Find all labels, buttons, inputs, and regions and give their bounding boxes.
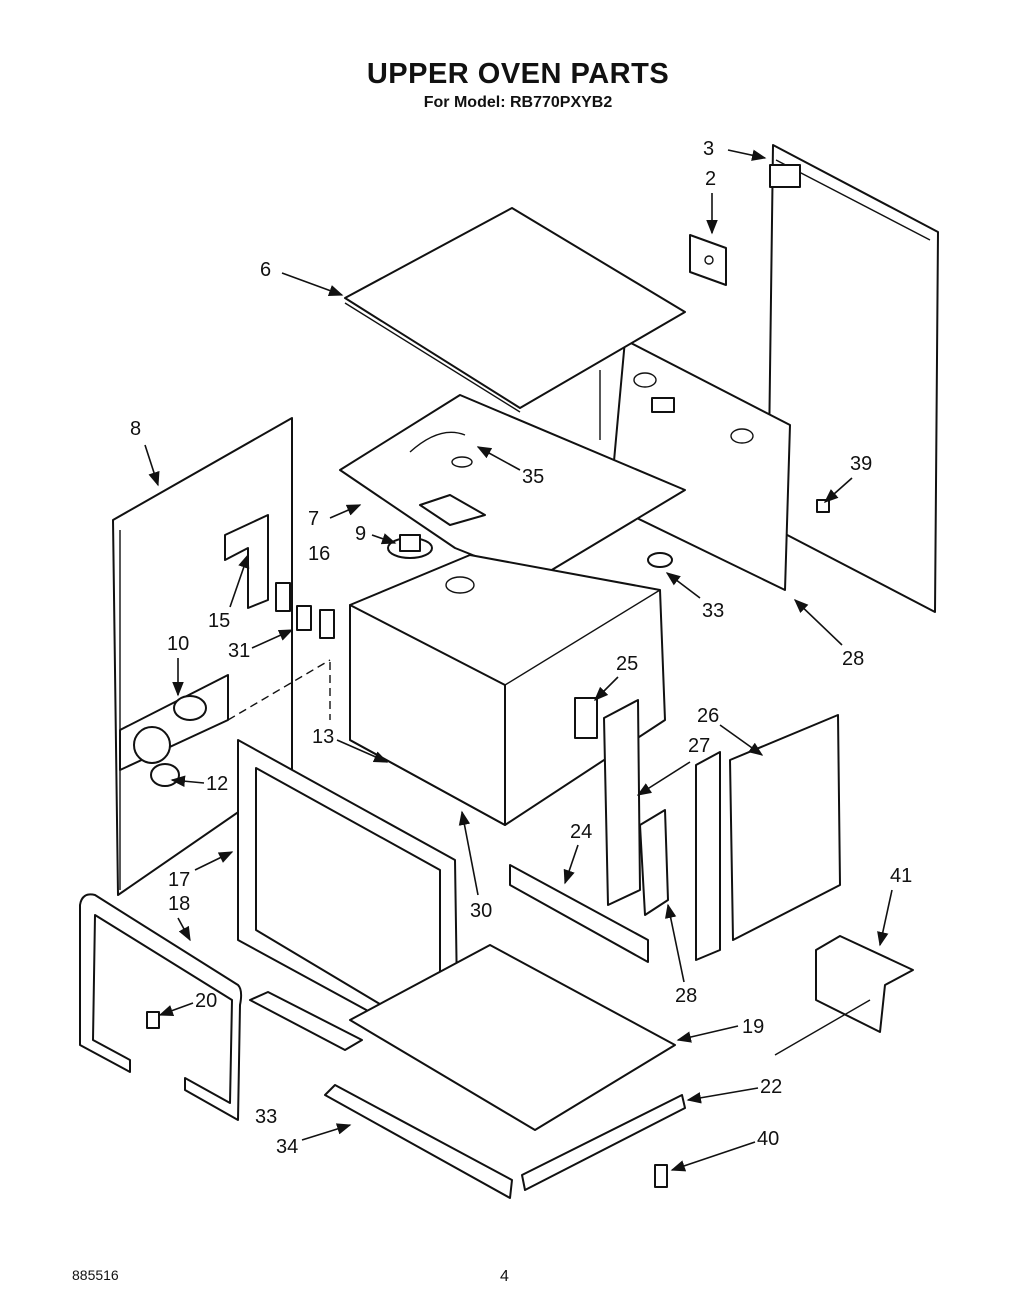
callout-15: 18 (168, 893, 191, 942)
svg-text:9: 9 (355, 523, 366, 545)
svg-text:13: 13 (312, 726, 334, 748)
svg-text:3: 3 (703, 138, 714, 160)
svg-text:10: 10 (167, 633, 189, 655)
callout-30: 33 (665, 572, 724, 622)
svg-text:39: 39 (850, 453, 872, 475)
callout-19: 19 (676, 1016, 764, 1043)
svg-text:20: 20 (195, 990, 217, 1012)
callout-20: 22 (686, 1076, 782, 1104)
svg-text:35: 35 (522, 466, 544, 488)
callout-33: 33 (255, 1106, 277, 1128)
callout-8: 8 (130, 418, 160, 487)
svg-text:6: 6 (260, 259, 271, 281)
side-rail-part (509, 864, 649, 963)
page-number: 4 (500, 1268, 509, 1285)
callout-13: 13 (312, 726, 389, 763)
svg-text:31: 31 (228, 640, 250, 662)
callout-39: 39 (823, 453, 872, 503)
callout-9: 9 (355, 523, 397, 545)
svg-text:34: 34 (276, 1136, 298, 1158)
svg-text:25: 25 (616, 653, 638, 675)
svg-text:19: 19 (742, 1016, 764, 1038)
svg-text:15: 15 (208, 610, 230, 632)
callout-41: 41 (877, 865, 912, 947)
svg-text:22: 22 (760, 1076, 782, 1098)
page-title: UPPER OVEN PARTS (366, 58, 670, 90)
callout-18: 16 (308, 543, 330, 565)
callout-6: 6 (260, 259, 344, 296)
svg-text:28: 28 (842, 648, 864, 670)
svg-text:17: 17 (168, 869, 190, 891)
gasket-part (79, 893, 243, 1121)
callout-24: 27 (636, 735, 710, 796)
svg-text:28: 28 (675, 985, 697, 1007)
callout-34: 34 (276, 1123, 352, 1158)
callout-14: 17 (168, 851, 234, 891)
svg-text:27: 27 (688, 735, 710, 757)
callout-22: 24 (563, 821, 592, 885)
svg-text:8: 8 (130, 418, 141, 440)
callout-28: 28 (664, 903, 697, 1007)
svg-text:16: 16 (308, 543, 330, 565)
callout-26: 28 (793, 599, 864, 670)
callout-2: 2 (705, 168, 718, 235)
front-rail-part (521, 1094, 686, 1191)
callout-10: 10 (167, 633, 189, 697)
svg-text:24: 24 (570, 821, 592, 843)
callout-27: 30 (458, 810, 492, 922)
heat-shield-part (339, 394, 686, 581)
clip-part (146, 1011, 160, 1029)
callout-labels: 3 2 6 8 35 39 7 9 16 15 33 10 31 28 25 2… (130, 138, 912, 1172)
model-subtitle: For Model: RB770PXYB2 (423, 94, 613, 111)
callout-35: 35 (476, 446, 544, 488)
bracket-17-part (224, 514, 269, 609)
callout-25: 26 (697, 705, 764, 756)
hinge-bracket-part (275, 582, 335, 639)
bracket-41-part (815, 935, 914, 1033)
callout-17: 15 (208, 553, 250, 632)
trim-33-part (249, 991, 363, 1051)
bulb-part (150, 763, 180, 787)
rear-panel-part (767, 144, 939, 613)
svg-text:2: 2 (705, 168, 716, 190)
svg-text:12: 12 (206, 773, 228, 795)
bracket-part (689, 234, 727, 286)
callout-7: 7 (308, 504, 362, 530)
callout-12: 12 (170, 773, 228, 795)
callout-31: 31 (228, 629, 294, 662)
oven-liner-part (349, 554, 666, 826)
callout-23: 25 (593, 653, 638, 702)
kick-rail-part (324, 1084, 513, 1199)
hinge-part (639, 809, 669, 916)
callout-3: 3 (703, 138, 767, 161)
callout-16: 20 (158, 990, 217, 1016)
svg-text:41: 41 (890, 865, 912, 887)
svg-text:18: 18 (168, 893, 190, 915)
side-panel-part (599, 339, 791, 591)
svg-text:26: 26 (697, 705, 719, 727)
svg-text:33: 33 (255, 1106, 277, 1128)
clip-40-part (654, 1164, 668, 1188)
callout-40: 40 (670, 1128, 779, 1172)
clip-39-part (816, 499, 830, 513)
lamp-assembly-part (119, 674, 229, 771)
plate-23-part (574, 697, 598, 739)
bracket-30-part (647, 552, 673, 568)
document-number: 885516 (72, 1267, 119, 1283)
right-side-panel-part (695, 714, 841, 961)
svg-text:40: 40 (757, 1128, 779, 1150)
svg-text:7: 7 (308, 508, 319, 530)
element-part (387, 534, 433, 559)
bottom-panel-part (349, 944, 676, 1131)
top-panel-part (344, 207, 686, 413)
hinge-channel-part (603, 699, 641, 906)
alignment-lines (227, 659, 871, 1056)
svg-text:30: 30 (470, 900, 492, 922)
svg-text:33: 33 (702, 600, 724, 622)
